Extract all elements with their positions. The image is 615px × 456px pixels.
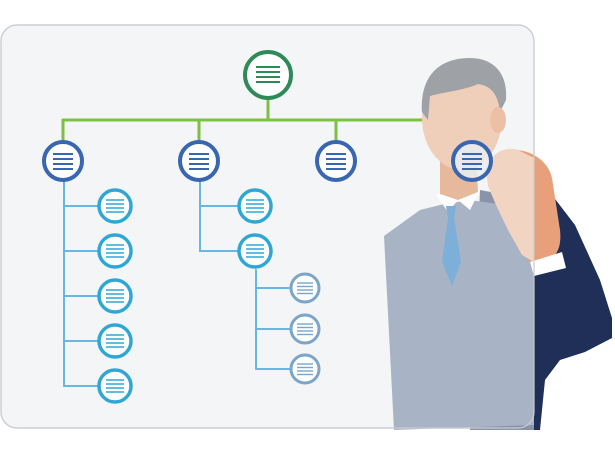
level2-node [237, 233, 273, 269]
level3-node [289, 272, 321, 304]
level3-node [289, 313, 321, 345]
list-lines-icon [256, 66, 280, 83]
glass-board-edge [0, 24, 535, 429]
level1-node-3 [315, 140, 357, 182]
level1-node-2 [178, 140, 220, 182]
level3-node [289, 353, 321, 385]
hair [421, 58, 507, 120]
list-lines-icon [297, 363, 313, 376]
list-lines-icon [106, 244, 124, 258]
branch2-child-nodes [237, 188, 273, 269]
list-lines-icon [106, 379, 124, 393]
list-lines-icon [462, 153, 482, 170]
list-lines-icon [106, 334, 124, 348]
level2-node [97, 188, 133, 224]
level2-node [97, 278, 133, 314]
list-lines-icon [106, 199, 124, 213]
level1-node-1 [42, 140, 84, 182]
level3-nodes [289, 272, 321, 385]
hand-on-glass [486, 148, 534, 262]
connector-lines [61, 99, 474, 387]
list-lines-icon [297, 282, 313, 295]
list-lines-icon [189, 153, 209, 170]
root-node [243, 50, 293, 100]
suit-vest [384, 200, 534, 430]
list-lines-icon [246, 244, 264, 258]
list-lines-icon [106, 289, 124, 303]
list-lines-icon [53, 153, 73, 170]
level2-node [237, 188, 273, 224]
list-lines-icon [246, 199, 264, 213]
list-lines-icon [297, 323, 313, 336]
level2-node [97, 368, 133, 404]
shirt-cuff [530, 252, 566, 276]
level2-node [97, 323, 133, 359]
ear [490, 107, 506, 133]
list-lines-icon [326, 153, 346, 170]
branch1-child-nodes [97, 188, 133, 404]
level2-node [97, 233, 133, 269]
level1-node-4 [451, 140, 493, 182]
necktie [442, 206, 461, 286]
businessman-figure [384, 58, 612, 430]
